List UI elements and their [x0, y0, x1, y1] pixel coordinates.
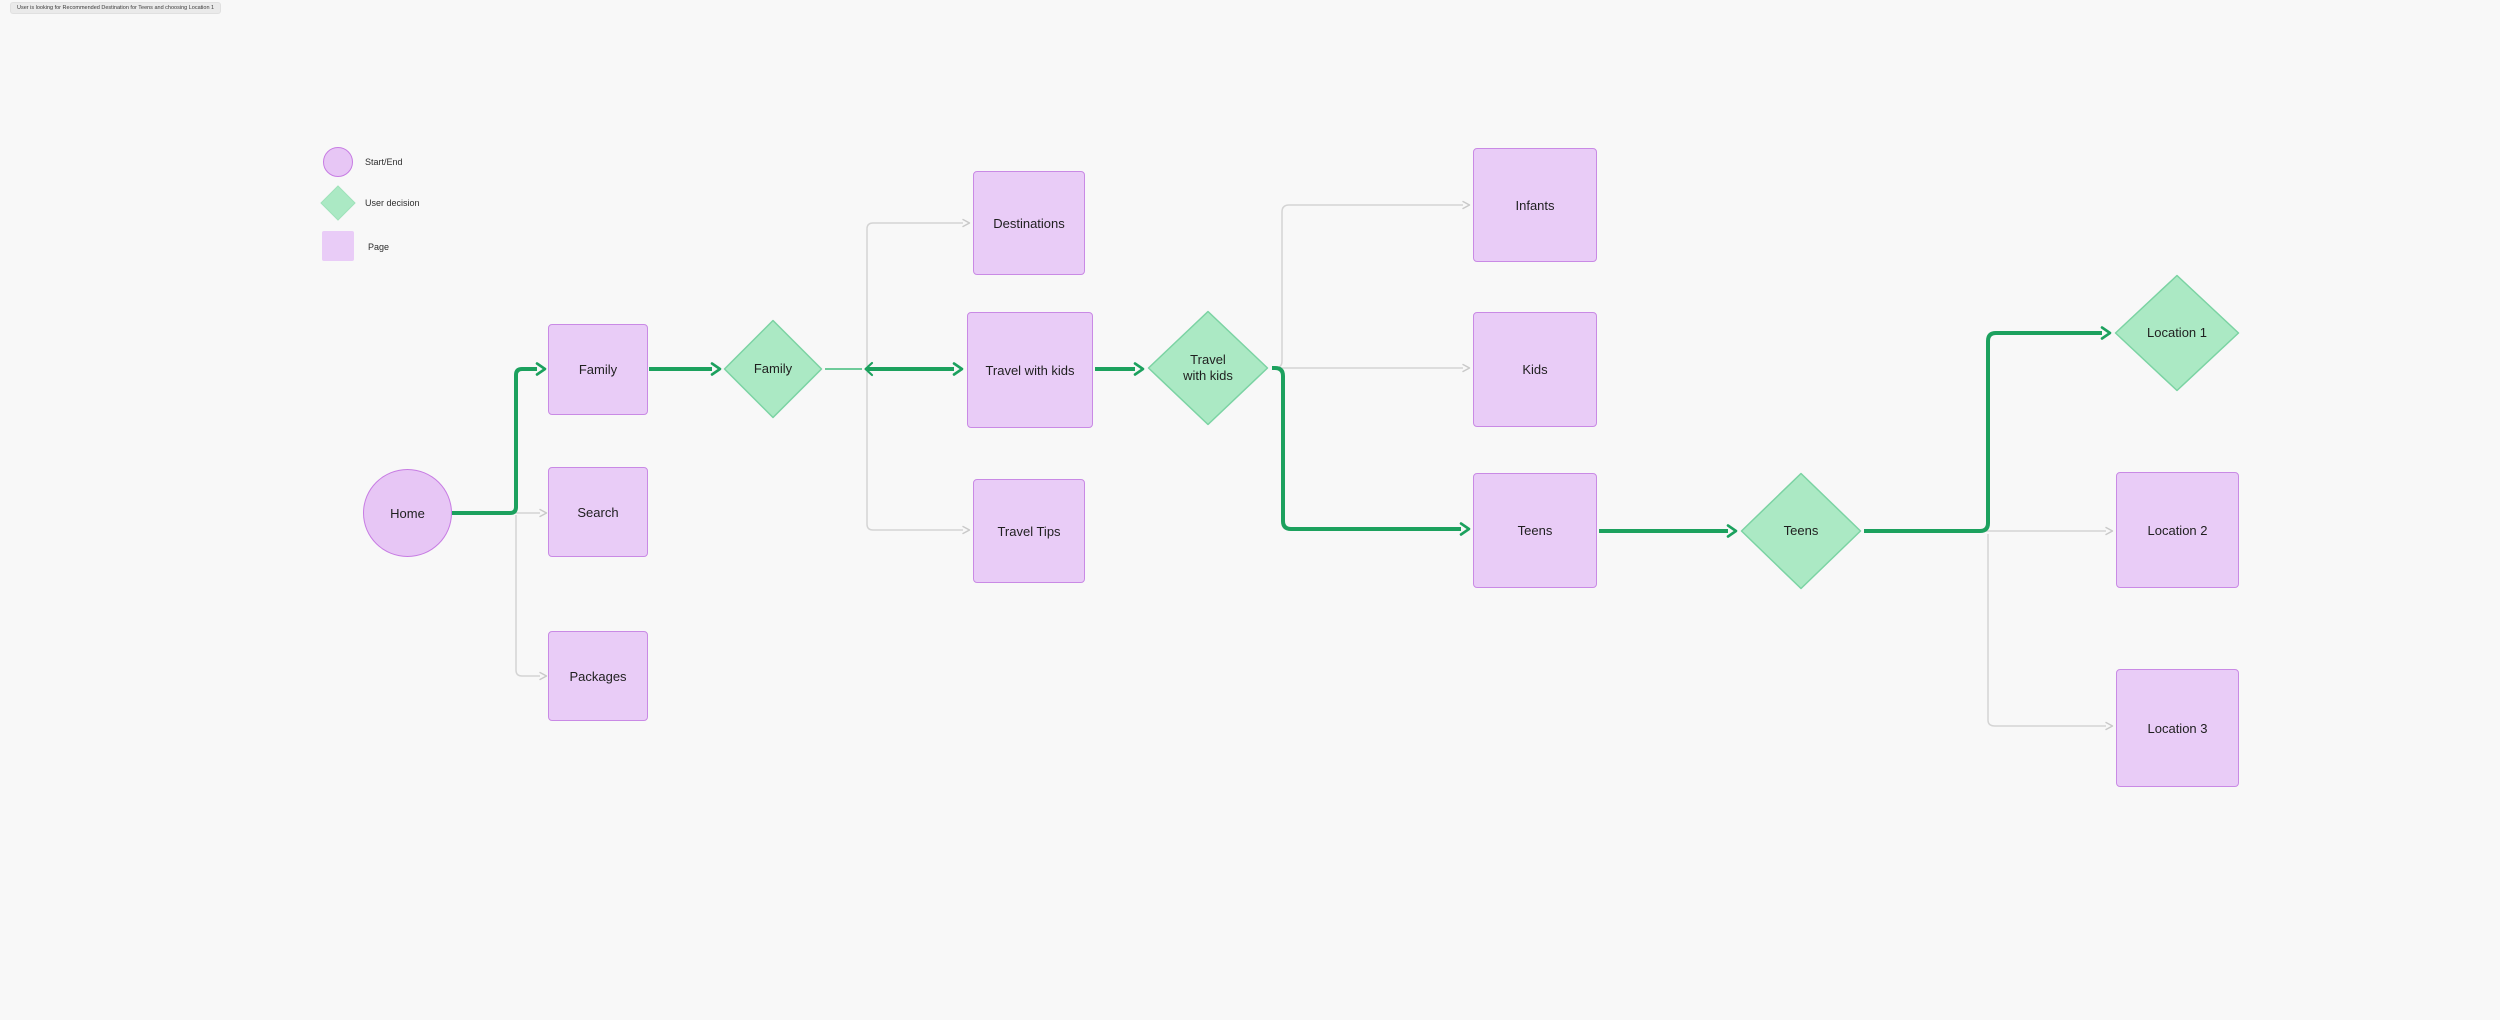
node-home-label: Home	[390, 505, 425, 521]
file-tab[interactable]: User is looking for Recommended Destinat…	[10, 2, 222, 14]
node-infants-page-label: Infants	[1515, 197, 1555, 213]
node-family-page[interactable]: Family	[548, 324, 648, 415]
edge-familydecision-twk-startchevron	[864, 361, 874, 377]
node-teens-decision-label: Teens	[1783, 522, 1819, 538]
edge-home-packages	[515, 515, 548, 681]
node-family-page-label: Family	[578, 362, 618, 377]
node-family-decision-label: Family	[753, 360, 793, 376]
node-packages-page[interactable]: Packages	[548, 631, 648, 721]
node-home[interactable]: Home	[363, 469, 452, 557]
legend-page-label: Page	[368, 242, 390, 252]
node-travel-with-kids-page[interactable]: Travel with kids	[967, 312, 1093, 428]
node-location3-page-label: Location 3	[2147, 720, 2208, 736]
file-tab-title: User is looking for Recommended Destinat…	[17, 5, 215, 11]
edge-teensdecision-location1	[1864, 326, 2112, 533]
legend-user-decision-label: User decision	[365, 198, 420, 208]
node-kids-page[interactable]: Kids	[1473, 312, 1597, 427]
legend-page-shape	[322, 231, 354, 261]
node-destinations-page[interactable]: Destinations	[973, 171, 1085, 275]
node-travel-with-kids-decision-label: Travel with kids	[1183, 351, 1233, 383]
node-search-page-label: Search	[577, 504, 619, 520]
edge-familydecision-traveltips	[866, 372, 971, 535]
node-infants-page[interactable]: Infants	[1473, 148, 1597, 262]
node-location2-page-label: Location 2	[2147, 522, 2208, 538]
node-family-decision[interactable]: Family	[723, 319, 823, 419]
edge-twkdecision-teens	[1272, 366, 1471, 536]
node-packages-page-label: Packages	[569, 668, 627, 684]
edge-teensdecision-location3	[1987, 534, 2114, 731]
node-location1-decision-label: Location 1	[2147, 324, 2207, 340]
edge-twkdecision-infants	[1272, 200, 1471, 369]
node-teens-decision[interactable]: Teens	[1740, 472, 1862, 590]
node-teens-page[interactable]: Teens	[1473, 473, 1597, 588]
node-travel-with-kids-page-label: Travel with kids	[985, 362, 1075, 378]
edge-familydecision-destinations	[866, 218, 971, 366]
node-location1-decision[interactable]: Location 1	[2114, 274, 2240, 392]
node-destinations-page-label: Destinations	[993, 215, 1065, 231]
legend-user-decision-shape	[320, 185, 356, 221]
edge-home-family	[452, 362, 547, 515]
node-travel-tips-page[interactable]: Travel Tips	[973, 479, 1085, 583]
node-location2-page[interactable]: Location 2	[2116, 472, 2239, 588]
node-kids-page-label: Kids	[1522, 362, 1548, 377]
legend-start-end-label: Start/End	[365, 157, 403, 167]
node-travel-tips-page-label: Travel Tips	[997, 523, 1061, 539]
legend-start-end-shape	[323, 147, 353, 177]
node-search-page[interactable]: Search	[548, 467, 648, 557]
node-location3-page[interactable]: Location 3	[2116, 669, 2239, 787]
node-teens-page-label: Teens	[1517, 523, 1553, 538]
node-travel-with-kids-decision[interactable]: Travel with kids	[1147, 310, 1269, 426]
